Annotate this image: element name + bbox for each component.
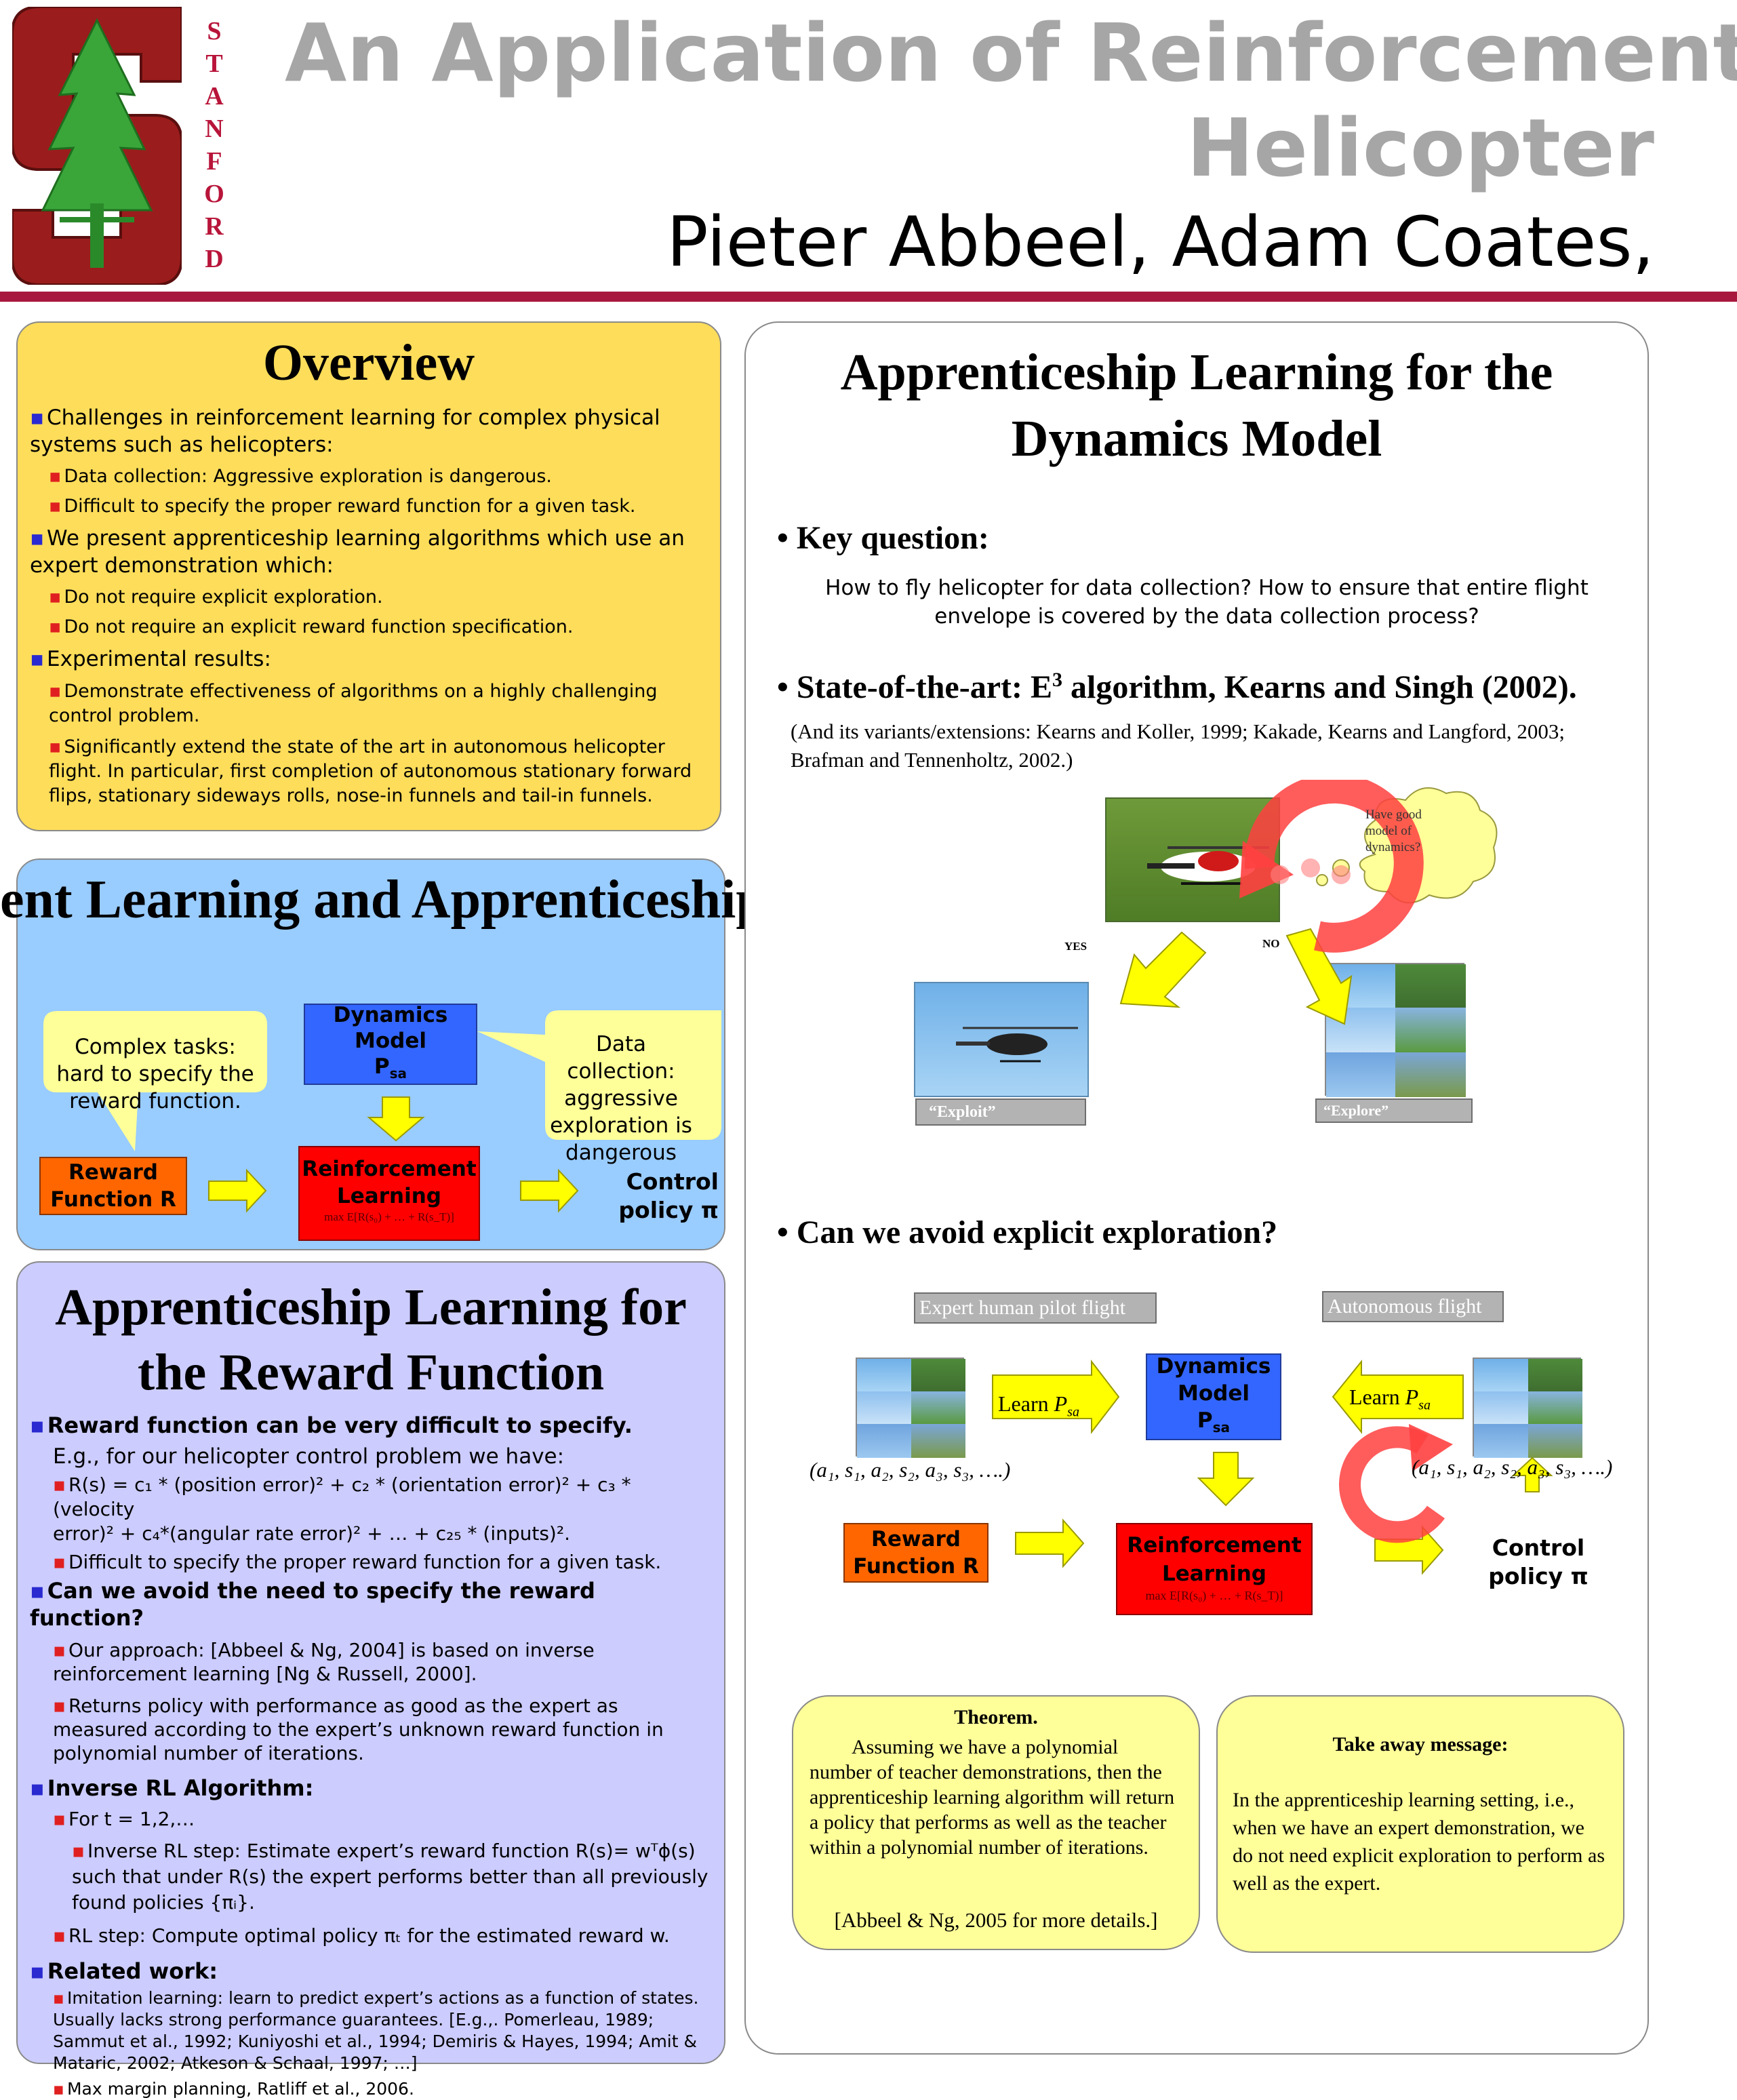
reward-function-box-2: Reward Function R [843,1523,989,1583]
reward-returns: Returns policy with performance as good … [53,1694,715,1765]
reward-imitation: Imitation learning: learn to predict exp… [53,1987,715,2074]
overview-list: Challenges in reinforcement learning for… [30,404,708,808]
rl-diagram-art [43,1010,721,1213]
reinforcement-learning-box-2: Reinforcement Learning max E[R(s₀) + … +… [1116,1523,1313,1615]
reward-formula-cont: error)² + c₄*(angular rate error)² + … +… [53,1522,570,1545]
reward-function-line1: Reward [68,1160,158,1185]
autonomous-trajectory-text: (a₁, s₁, a₂, s₂, a₃, s₃, ….) [1412,1455,1613,1479]
reward-heading-2: Can we avoid the need to specify the rew… [30,1577,715,1631]
reward-difficult: Difficult to specify the proper reward f… [53,1550,715,1574]
reward-approach: Our approach: [Abbeel & Ng, 2004] is bas… [53,1638,715,1686]
title-line-1: An Application of Reinforcement [285,6,1737,100]
reward-formula: R(s) = c₁ * (position error)² + c₂ * (or… [53,1473,715,1522]
wordmark-letter: A [205,82,224,111]
theorem-box [792,1695,1200,1950]
overview-title: Overview [262,334,475,391]
no-label: NO [1262,937,1280,950]
reward-function-box: Reward Function R [39,1157,187,1215]
reward-function-line2: Function R [50,1187,176,1212]
expert-trajectory-text: (a₁, s₁, a₂, s₂, a₃, s₃, ….) [810,1458,1011,1482]
rl-box-line1: Reinforcement [302,1157,477,1181]
reward-heading-1: Reward function can be very difficult to… [30,1412,715,1439]
key-question-heading: • Key question: [777,520,989,556]
helicopter-exploit-photo [914,982,1089,1097]
reinforcement-learning-box: Reinforcement Learning max E[R(s₀) + … +… [298,1146,480,1241]
wordmark-letter: F [206,147,222,176]
reward-inverse-step: Inverse RL step: Estimate expert’s rewar… [72,1838,715,1916]
theorem-reference: [Abbeel & Ng, 2005 for more details.] [834,1908,1158,1932]
reward-eg-text: E.g., for our helicopter control problem… [53,1444,565,1469]
wordmark-letter: D [205,245,224,273]
theorem-text: Assuming we have a polynomial number of … [810,1736,1175,1859]
yes-label: YES [1064,940,1087,953]
callout-complex-tasks: Complex tasks: hard to specify the rewar… [56,1035,254,1113]
control-policy-label-2: Control policy π [1488,1534,1589,1589]
takeaway-title: Take away message: [1332,1733,1509,1756]
reward-max-margin: Max margin planning, Ratliff et al., 200… [53,2078,715,2100]
expert-flight-collage [856,1358,965,1458]
wordmark-letter: T [205,49,223,78]
title-line-2: Helicopter [1186,101,1654,195]
callout-data-collection: Data collection: aggressive exploration … [550,1032,692,1165]
overview-subitem: Significantly extend the state of the ar… [49,735,708,808]
overview-item: We present apprenticeship learning algor… [30,525,708,579]
exploit-label: “Exploit” [915,1098,1086,1126]
poster-authors: Pieter Abbeel, Adam Coates, [666,202,1654,283]
cloud-text: Have good model of dynamics? [1365,808,1422,854]
key-question-text: How to fly helicopter for data collectio… [825,576,1589,629]
overview-item: Challenges in reinforcement learning for… [30,404,708,458]
wordmark-letter: O [204,180,224,208]
rl-box-formula: max E[R(s₀) + … + R(s_T)] [324,1210,454,1223]
stanford-wordmark: S T A N F O R D [201,15,228,275]
rl-box-line2: Learning [337,1184,441,1208]
reward-heading-4: Related work: [30,1958,715,1985]
overview-subitem: Data collection: Aggressive exploration … [49,465,708,488]
learn-psa-right-label: Learn Psa [1349,1385,1431,1413]
expert-flight-label: Expert human pilot flight [914,1292,1157,1324]
control-policy-label: Control policy π [618,1168,719,1223]
apprenticeship-diagram-art [992,1360,1553,1575]
dynamics-model-line1: Dynamics [333,1002,448,1027]
takeaway-text: In the apprenticeship learning setting, … [1233,1789,1605,1895]
reward-rl-step: RL step: Compute optimal policy πₜ for t… [53,1924,715,1948]
autonomous-flight-label: Autonomous flight [1322,1291,1504,1322]
dynamics-panel-title: Apprenticeship Learning for the Dynamics… [840,344,1553,467]
avoid-exploration-heading: • Can we avoid explicit exploration? [777,1214,1278,1250]
dynamics-model-symbol: Psa [374,1054,407,1082]
variants-text: (And its variants/extensions: Kearns and… [791,719,1565,772]
stanford-logo [11,5,183,286]
wordmark-letter: N [205,115,224,143]
learn-psa-left-label: Learn Psa [998,1391,1079,1420]
reward-heading-3: Inverse RL Algorithm: [30,1775,715,1802]
dynamics-model-box: Dynamics Model Psa [304,1002,477,1085]
overview-subitem: Do not require an explicit reward functi… [49,616,708,639]
autonomous-flight-collage [1473,1358,1582,1458]
overview-subitem: Do not require explicit exploration. [49,586,708,609]
header-rule [0,292,1737,302]
wordmark-letter: R [205,212,224,241]
explore-label: “Explore” [1315,1098,1473,1123]
stanford-s-tree-icon [11,5,183,286]
dynamics-model-line2: Model [355,1028,426,1053]
wordmark-letter: S [207,17,222,45]
overview-item: Experimental results: [30,646,708,673]
overview-subitem: Demonstrate effectiveness of algorithms … [49,679,708,728]
overview-subitem: Difficult to specify the proper reward f… [49,495,708,518]
reward-for-loop: For t = 1,2,… [53,1807,715,1831]
theorem-title: Theorem. [954,1706,1038,1728]
dynamics-model-box-2: Dynamics Model Psa [1146,1353,1281,1440]
state-of-the-art-heading: • State-of-the-art: E3 algorithm, Kearns… [777,669,1577,705]
e3-diagram-art [1119,780,1498,1025]
reward-panel-body: Reward function can be very difficult to… [30,1412,715,2100]
poster-title: An Application of Reinforcement Helicopt… [285,5,1737,195]
reward-panel-title: Apprenticeship Learning for the Reward F… [55,1279,687,1401]
takeaway-box [1216,1695,1624,1953]
